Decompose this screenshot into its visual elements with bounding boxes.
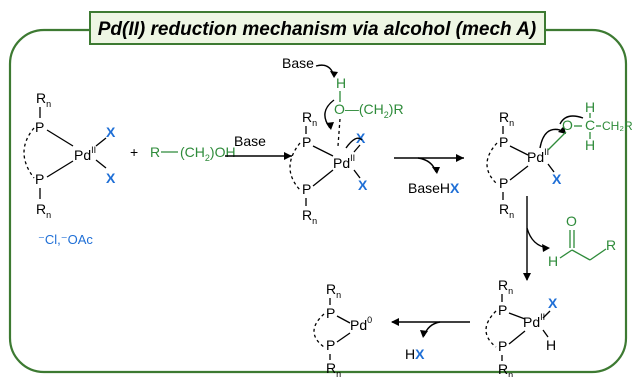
phosphorus-top: P <box>35 119 44 135</box>
phosphorus-bottom: P <box>499 175 508 191</box>
pd-center: PdII <box>333 153 355 171</box>
x-ligand: X <box>548 295 558 311</box>
r-label: Rn <box>36 201 51 220</box>
phosphorus-top: P <box>326 305 335 321</box>
x-ligand: X <box>356 130 366 146</box>
r-label: Rn <box>499 201 514 220</box>
pd-center: PdII <box>523 312 545 330</box>
title-box <box>89 11 546 45</box>
aldehyde-o: O <box>566 213 577 229</box>
phosphorus-bottom: P <box>498 338 507 354</box>
phosphorus-bottom: P <box>326 337 335 353</box>
coordinated-alcohol: O—(CH2)R <box>334 101 404 120</box>
aldehyde-product: O H R <box>548 213 616 269</box>
h-atom: H <box>336 75 346 91</box>
r-label: Rn <box>302 109 317 128</box>
phosphorus-top: P <box>302 134 311 150</box>
pd-center: PdII <box>527 147 549 165</box>
r-label: Rn <box>499 109 514 128</box>
complex-alcohol-coordinated: Base H O—(CH2)R Rn P PdII P Rn X X <box>282 55 404 226</box>
complex-pd0: Rn P Pd0 P Rn <box>313 281 372 377</box>
alkoxide-ch2r: CH₂R <box>602 119 633 133</box>
r-label: Rn <box>498 361 513 377</box>
complex-alkoxide: Rn P PdII P Rn X O C H H CH₂R <box>486 99 633 220</box>
x-ligand: X <box>358 177 368 193</box>
r-label: Rn <box>302 207 317 226</box>
plus-sign: + <box>130 144 138 160</box>
pd-center: PdII <box>74 145 96 163</box>
alcohol-r: R <box>150 144 160 160</box>
r-label: Rn <box>36 90 51 109</box>
alkoxide-o: O <box>562 117 573 133</box>
r-label: Rn <box>326 281 341 300</box>
phosphorus-top: P <box>499 134 508 150</box>
basehx-byproduct: BaseHX <box>408 180 460 196</box>
complex-pd-hydride: Rn P PdII P Rn X H <box>485 277 558 377</box>
phosphorus-bottom: P <box>302 181 311 197</box>
alkoxide-h-top: H <box>585 99 595 115</box>
base-top-label: Base <box>282 55 314 71</box>
phosphorus-bottom: P <box>35 171 44 187</box>
hydride-h: H <box>546 337 556 353</box>
x-ligand: X <box>106 124 116 140</box>
counterion-label: ⁻Cl,⁻OAc <box>38 232 93 247</box>
r-label: Rn <box>498 277 513 296</box>
hx-byproduct: HX <box>405 346 425 362</box>
alkoxide-h-bottom: H <box>585 137 595 153</box>
x-ligand: X <box>552 171 562 187</box>
aldehyde-r: R <box>606 237 616 253</box>
pd-center: Pd0 <box>350 315 372 333</box>
base-reagent-label: Base <box>234 133 266 149</box>
complex-pdx2: Rn P PdII P Rn X X ⁻Cl,⁻OAc <box>23 90 116 247</box>
alkoxide-c: C <box>585 117 595 133</box>
x-ligand: X <box>106 170 116 186</box>
r-label: Rn <box>326 360 341 377</box>
aldehyde-h: H <box>548 253 558 269</box>
page-title: Pd(II) reduction mechanism via alcohol (… <box>98 19 537 40</box>
phosphorus-top: P <box>498 302 507 318</box>
